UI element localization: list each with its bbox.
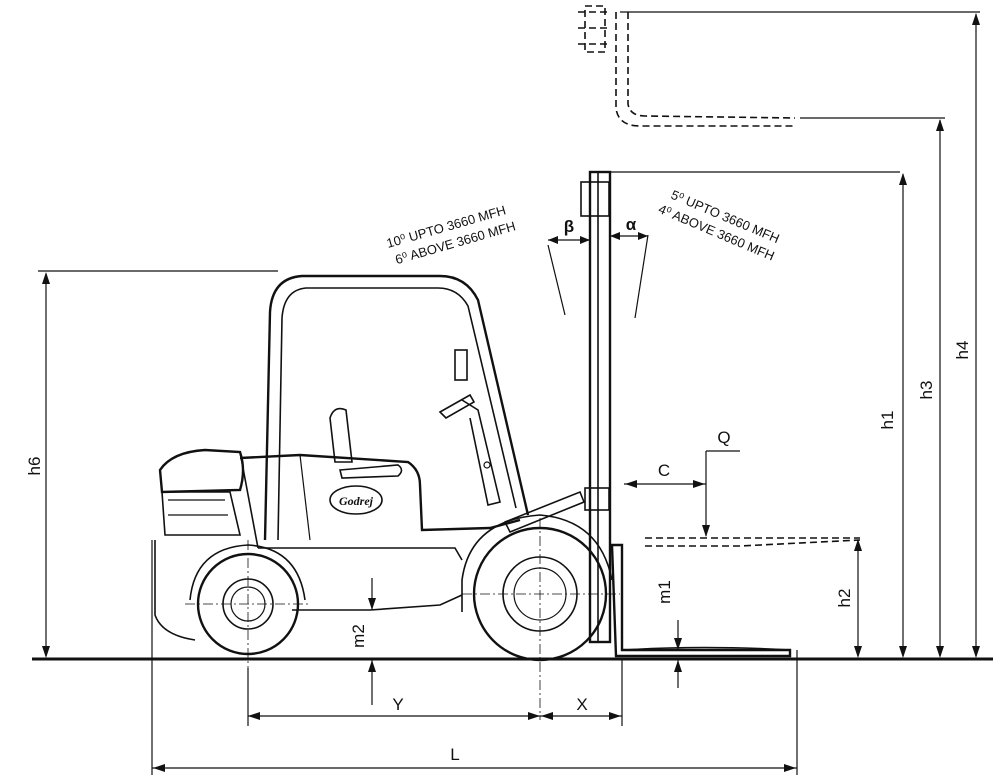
brand-logo-badge xyxy=(329,485,383,515)
dimension-h2: h2 xyxy=(835,539,862,658)
mast xyxy=(580,170,900,644)
dimension-l: L xyxy=(151,540,798,775)
beta-tilt-line xyxy=(547,244,566,316)
c-label: C xyxy=(658,461,670,480)
operator-seat xyxy=(329,407,353,463)
h1-label: h1 xyxy=(878,411,897,430)
alpha-label: α xyxy=(626,215,637,234)
q-label: Q xyxy=(717,428,730,447)
beta-label: β xyxy=(564,217,574,236)
m2-label: m2 xyxy=(349,624,368,648)
raised-fork-position xyxy=(578,5,980,127)
h4-label: h4 xyxy=(953,341,972,360)
overhead-guard xyxy=(263,274,530,541)
y-label: Y xyxy=(392,695,403,714)
lowered-fork xyxy=(610,543,792,658)
steering-column xyxy=(461,399,501,506)
m1-label: m1 xyxy=(655,580,674,604)
h6-label: h6 xyxy=(25,457,44,476)
dimension-y: Y xyxy=(247,668,540,726)
dimension-m1: m1 xyxy=(655,580,682,688)
front-wheel xyxy=(462,518,620,720)
h3-label: h3 xyxy=(917,381,936,400)
backward-tilt-annotation: 10⁰ UPTO 3660 MFH 6⁰ ABOVE 3660 MFH xyxy=(385,202,518,267)
dimension-h6: h6 xyxy=(25,270,278,658)
counterweight xyxy=(158,448,245,494)
forklift-body: Godrej xyxy=(154,274,620,720)
tilt-cylinder xyxy=(503,490,586,534)
load-center-fork xyxy=(645,537,861,547)
rear-wheel xyxy=(185,540,310,668)
dimension-c: C xyxy=(624,461,706,488)
dimension-h1: h1 xyxy=(878,173,907,658)
dimension-h3: h3 xyxy=(917,119,944,658)
alpha-tilt-line xyxy=(634,234,649,319)
x-label: X xyxy=(576,695,587,714)
dimension-h4: h4 xyxy=(953,13,980,658)
handle xyxy=(454,349,468,381)
forward-tilt-annotation: 5⁰ UPTO 3660 MFH 4⁰ ABOVE 3660 MFH xyxy=(656,187,781,264)
l-label: L xyxy=(450,745,459,764)
h2-label: h2 xyxy=(835,589,854,608)
brand-logo: Godrej xyxy=(339,494,374,508)
dimension-m2: m2 xyxy=(349,578,376,705)
load-q: Q xyxy=(702,428,740,537)
chassis xyxy=(239,453,521,532)
dimension-x: X xyxy=(540,660,623,726)
